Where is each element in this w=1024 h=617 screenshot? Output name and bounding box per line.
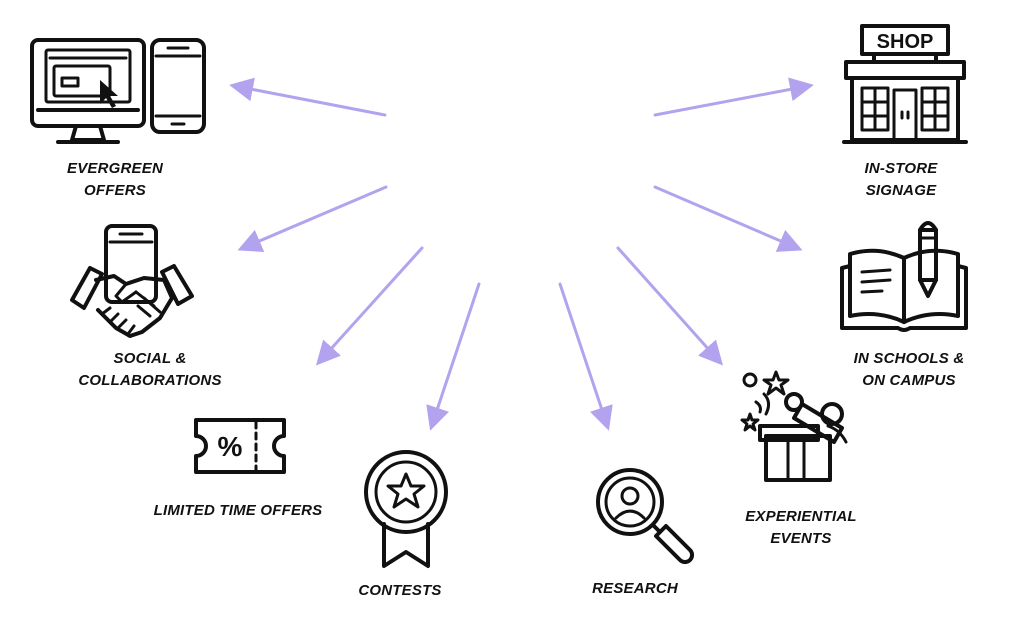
contests-arrow [426, 282, 481, 431]
instore-arrow [653, 77, 814, 117]
experiential-line1: EXPERIENTIAL [745, 508, 857, 525]
contests-label: CONTESTS [340, 580, 460, 602]
schools-line2: ON CAMPUS [862, 372, 956, 389]
experiential-arrow [616, 246, 723, 366]
in-store-signage-label: IN-STORE SIGNAGE [836, 158, 966, 202]
computer-and-phone-icon [28, 36, 208, 150]
social-line2: COLLABORATIONS [78, 372, 222, 389]
research-line1: RESEARCH [592, 580, 678, 597]
limited-time-offers-label: LIMITED TIME OFFERS [140, 500, 336, 522]
contests-line1: CONTESTS [358, 582, 442, 599]
discount-ticket-icon: % [190, 416, 290, 476]
research-label: RESEARCH [580, 578, 690, 600]
social-collaborations-label: SOCIAL & COLLABORATIONS [60, 348, 240, 392]
social-arrow [237, 185, 388, 252]
evergreen-offers-line2: OFFERS [83, 182, 147, 199]
research-arrow [558, 282, 613, 431]
award-badge-icon [358, 448, 454, 572]
experiential-line2: EVENTS [770, 530, 832, 547]
schools-line1: IN SCHOOLS & [853, 350, 965, 367]
open-book-pencil-icon [838, 218, 972, 334]
limited-arrow [315, 246, 424, 366]
percent-symbol: % [218, 431, 243, 462]
in-schools-on-campus-label: IN SCHOOLS & ON CAMPUS [834, 348, 984, 392]
gift-box-icon [736, 366, 860, 486]
instore-line2: SIGNAGE [865, 182, 937, 199]
instore-line1: IN-STORE [864, 160, 938, 177]
shop-icon: SHOP [840, 22, 970, 148]
evergreen-offers-label: EVERGREEN OFFERS [50, 158, 180, 202]
experiential-events-label: EXPERIENTIAL EVENTS [728, 506, 874, 550]
evergreen-offers-line1: EVERGREEN [67, 160, 163, 177]
limited-line1: LIMITED TIME OFFERS [153, 502, 323, 519]
handshake-icon [68, 222, 196, 346]
shop-sign-text: SHOP [877, 31, 934, 53]
schools-arrow [653, 185, 803, 252]
evergreen-arrow [229, 77, 387, 117]
social-line1: SOCIAL & [113, 350, 187, 367]
magnifier-person-icon [594, 466, 694, 566]
